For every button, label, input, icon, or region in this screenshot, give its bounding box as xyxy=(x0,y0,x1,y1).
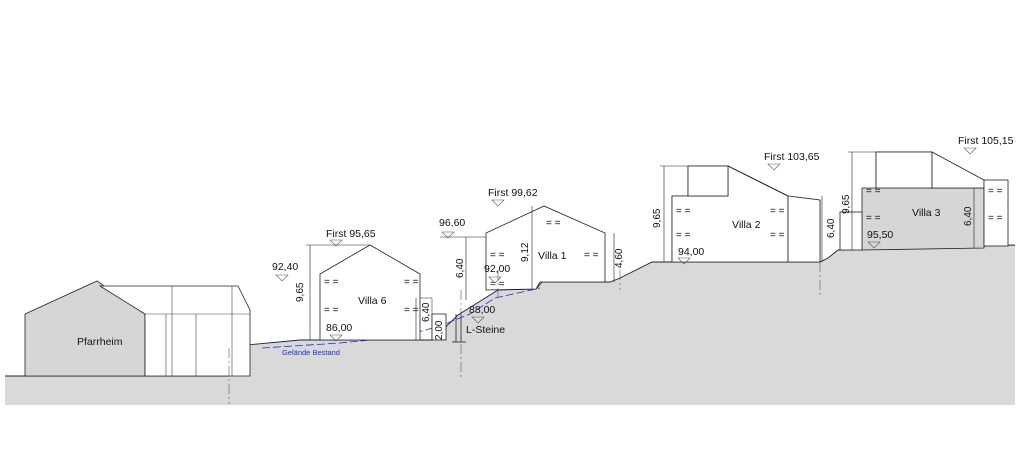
svg-text:= =: = = xyxy=(676,206,691,217)
villa6-label: Villa 6 xyxy=(358,295,387,307)
villa1-first-level: First 99,62 xyxy=(488,187,538,199)
villa6-dim-200: 2,00 xyxy=(434,320,445,340)
villa2-first-level: First 103,65 xyxy=(764,151,820,163)
villa1-floor-level: 92,00 xyxy=(484,263,510,275)
svg-text:= =: = = xyxy=(866,213,881,224)
svg-text:= =: = = xyxy=(988,186,1003,197)
villa6-floor-level: 86,00 xyxy=(326,322,352,334)
existing-terrain-label: Gelände Bestand xyxy=(282,348,340,357)
l-steine-label: L-Steine xyxy=(466,324,505,336)
villa1-dim-640: 6,40 xyxy=(455,258,466,278)
l-steine-wall: 88,00 L-Steine xyxy=(452,304,505,343)
villa1-label: Villa 1 xyxy=(538,250,567,262)
villa1-height-dim: 9,12 xyxy=(520,242,531,262)
villa3-height-dim: 9,65 xyxy=(841,194,852,214)
terrain-fill xyxy=(5,245,1015,405)
svg-text:= =: = = xyxy=(866,186,881,197)
svg-text:= =: = = xyxy=(584,250,599,261)
svg-text:= =: = = xyxy=(490,250,505,261)
villa3-building: = = = = = = = = Villa 3 First 105,15 9,6… xyxy=(839,135,1014,251)
pfarrheim-building: Pfarrheim xyxy=(24,280,251,377)
svg-text:= =: = = xyxy=(324,277,339,288)
villa3-label: Villa 3 xyxy=(912,207,941,219)
svg-text:= =: = = xyxy=(546,218,561,229)
svg-text:= =: = = xyxy=(324,305,339,316)
svg-text:= =: = = xyxy=(404,277,419,288)
villa3-dim-640: 6,40 xyxy=(963,206,974,226)
villa1-dim-460: 4,60 xyxy=(614,248,625,268)
svg-text:= =: = = xyxy=(676,230,691,241)
villa1-top-level: 96,60 xyxy=(439,217,465,229)
svg-text:= =: = = xyxy=(988,213,1003,224)
villa3-floor-level: 95,50 xyxy=(867,229,893,241)
villa6-top-level: 92,40 xyxy=(272,261,298,273)
villa2-dim-640: 6,40 xyxy=(826,218,837,238)
villa2-floor-level: 94,00 xyxy=(678,246,704,258)
villa6-dim-640: 6,40 xyxy=(421,302,432,322)
pfarrheim-label: Pfarrheim xyxy=(77,336,123,348)
l-steine-level: 88,00 xyxy=(469,304,495,316)
villa6-building: = = = = = = = = Villa 6 First 95,65 9,65… xyxy=(272,228,447,342)
villa6-height-dim: 9,65 xyxy=(295,282,306,302)
svg-text:= =: = = xyxy=(770,206,785,217)
villa2-building: = = = = = = = = Villa 2 First 103,65 9,6… xyxy=(652,151,837,265)
villa1-building: = = = = = = = = Villa 1 First 99,62 9,12… xyxy=(439,187,625,300)
svg-text:= =: = = xyxy=(770,230,785,241)
villa6-first-level: First 95,65 xyxy=(326,228,376,240)
svg-text:= =: = = xyxy=(490,279,505,290)
villa2-label: Villa 2 xyxy=(732,219,761,231)
villa3-first-level: First 105,15 xyxy=(958,135,1014,147)
villa2-height-dim: 9,65 xyxy=(652,208,663,228)
svg-text:= =: = = xyxy=(404,305,419,316)
